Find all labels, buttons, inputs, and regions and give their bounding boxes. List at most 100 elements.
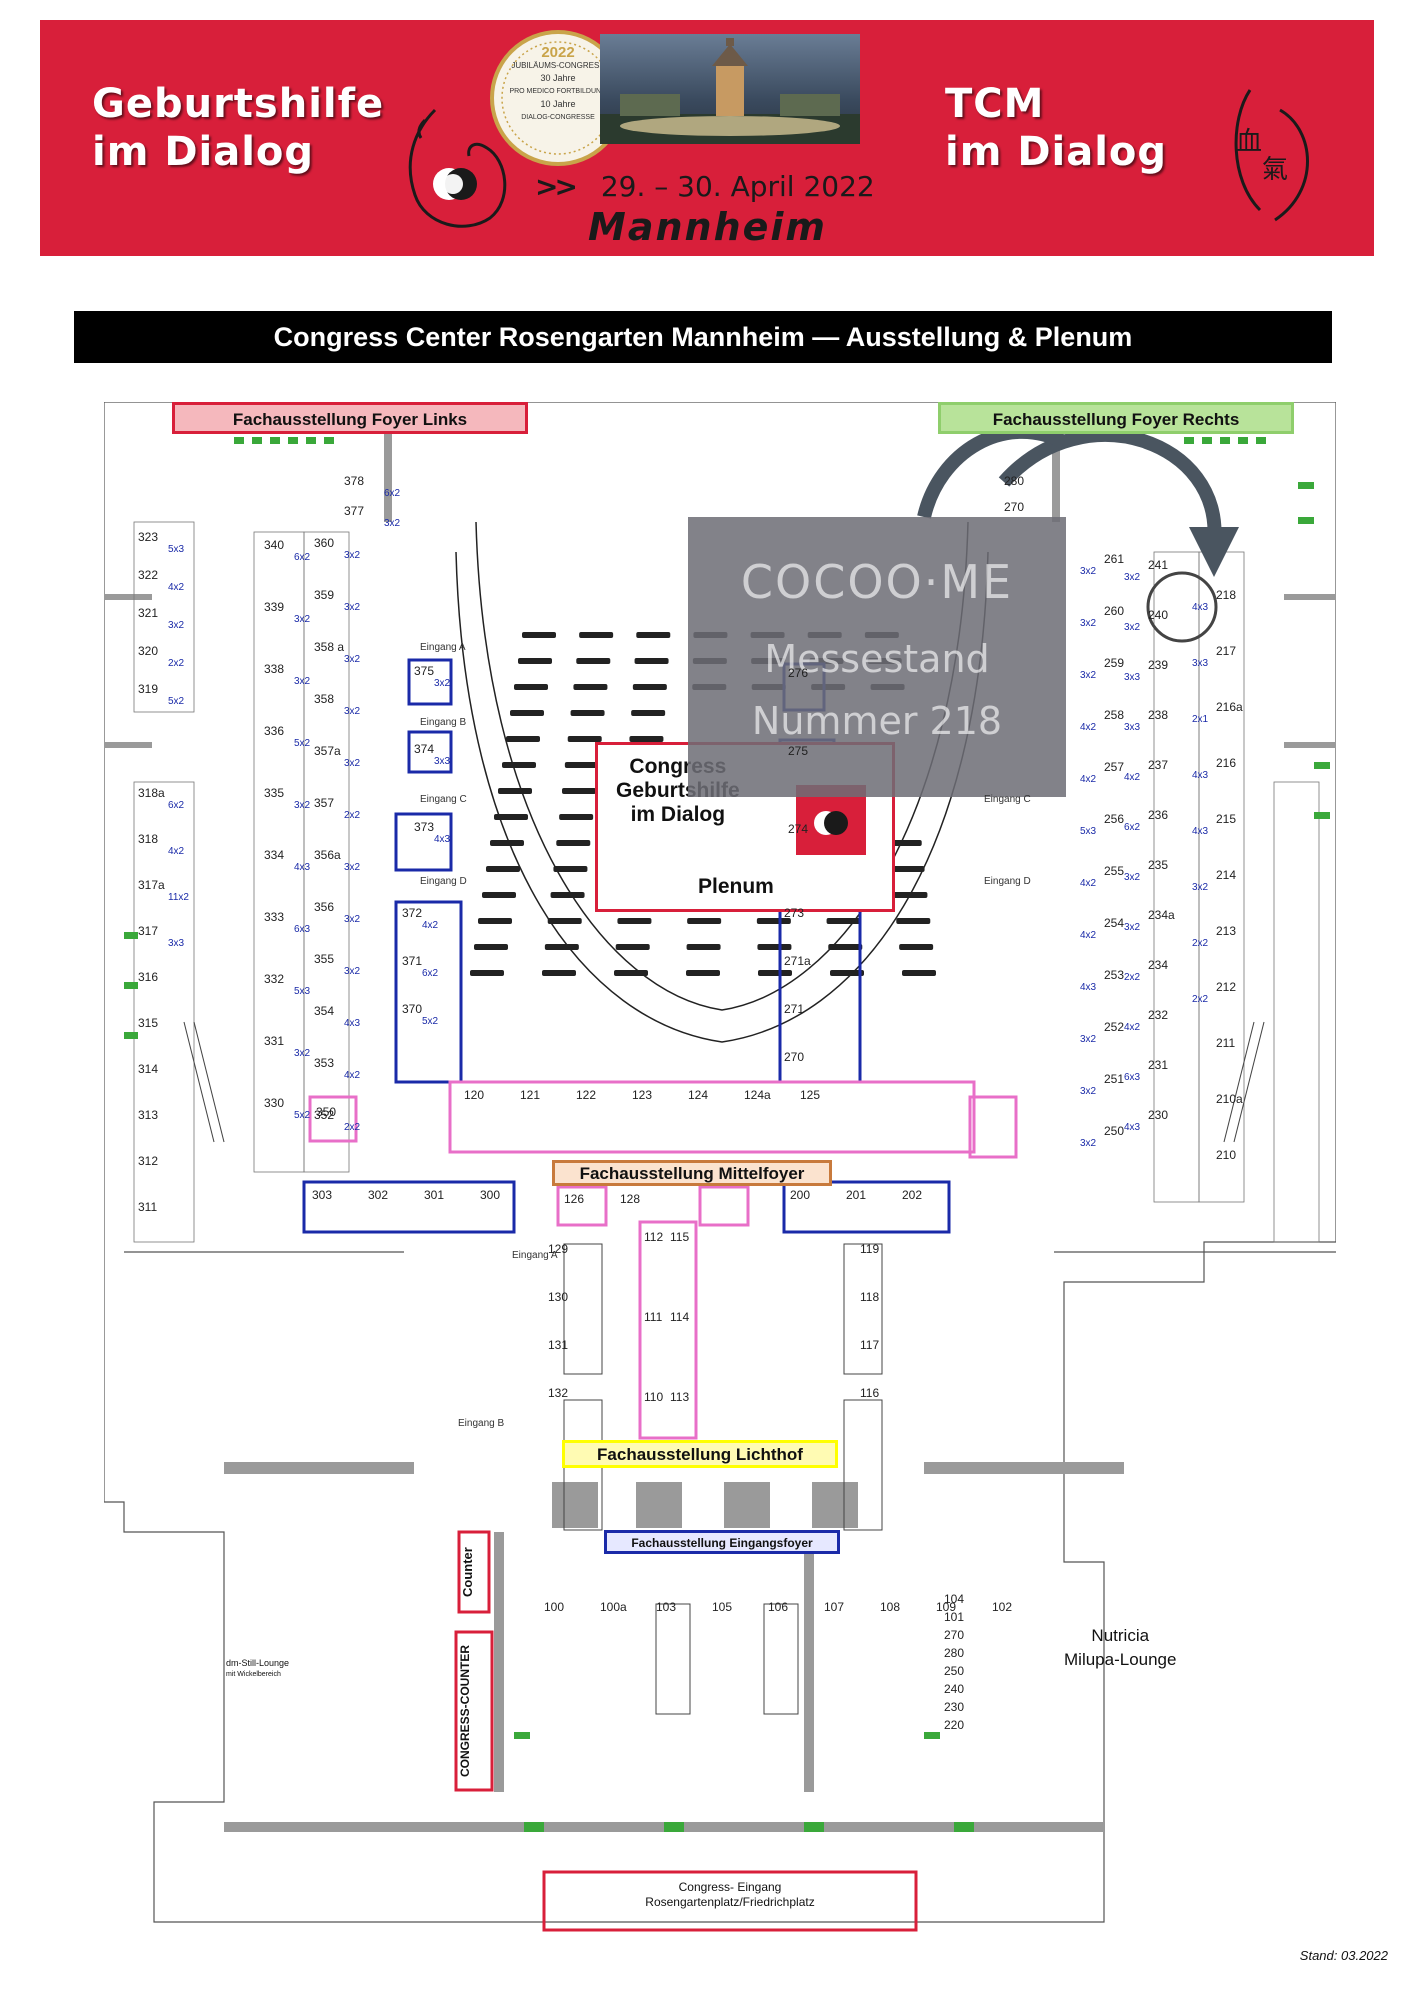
stand-number: 320 (138, 644, 159, 658)
seat-row (893, 892, 928, 898)
badge-line: 30 Jahre (540, 73, 576, 83)
stand-number: 130 (548, 1290, 569, 1304)
stand-dimension: 2x2 (1192, 994, 1209, 1005)
stand-number: 216 (1216, 756, 1237, 770)
stand-number: 250 (1104, 1124, 1125, 1138)
stand-dimension: 6x2 (384, 488, 401, 499)
stand-number: 314 (138, 1062, 159, 1076)
stand-number: 120 (464, 1088, 485, 1102)
stand-number: 255 (1104, 864, 1125, 878)
eingang-label: Eingang D (984, 876, 1031, 887)
seat-row (550, 892, 585, 898)
stand-number: 335 (264, 786, 285, 800)
stand-dimension: 3x2 (344, 758, 361, 769)
dm-still-lounge: dm-Still-Lounge mit Wickelbereich (226, 1658, 289, 1680)
stand-number: 251 (1104, 1072, 1125, 1086)
stand-dimension: 4x2 (168, 846, 185, 857)
stand-number: 210 (1216, 1148, 1237, 1162)
congress-entrance: Congress- Eingang Rosengartenplatz/Fried… (546, 1880, 914, 1910)
stand-dimension: 3x2 (1124, 872, 1141, 883)
stand-dimension: 3x2 (1124, 922, 1141, 933)
seat-row (502, 762, 536, 768)
stand-number: 218 (1216, 588, 1237, 602)
plan-date: Stand: 03.2022 (1299, 1948, 1388, 1963)
seat-row (556, 840, 591, 846)
stand-dimension: 4x3 (1124, 1122, 1141, 1133)
stand-number: 114 (670, 1310, 690, 1324)
stand-dimension: 5x3 (294, 986, 311, 997)
eingang-label: Eingang B (420, 717, 467, 728)
stand-number: 340 (264, 538, 285, 552)
stand-number: 105 (712, 1600, 733, 1614)
stand-number: 112 (644, 1230, 664, 1244)
stand-number: 356 (314, 900, 335, 914)
stand-number: 270 (784, 1050, 805, 1064)
left-congress-title: Geburtshilfe im Dialog (92, 80, 384, 176)
stand-number: 131 (548, 1338, 569, 1352)
lounge-left-line2: mit Wickelbereich (226, 1671, 281, 1678)
seat-row (617, 918, 652, 924)
badge-line: JUBILÄUMS-CONGRESS (511, 61, 605, 70)
stand-dimension: 2x1 (1192, 714, 1209, 725)
stand-dimension: 4x2 (168, 582, 185, 593)
entrance-line2: Rosengartenplatz/Friedrichplatz (645, 1895, 815, 1909)
seat-row (576, 658, 611, 664)
stand-number: 211 (1216, 1036, 1236, 1050)
overlay-messestand: Messestand (764, 637, 990, 681)
stand-dimension: 6x2 (1124, 822, 1141, 833)
badge-line: PRO MEDICO FORTBILDUNG (509, 88, 607, 95)
stand-number: 102 (992, 1600, 1013, 1614)
stand-number: 350 (316, 1105, 337, 1119)
target-stand-circle (1146, 571, 1218, 643)
stand-number: 321 (138, 606, 159, 620)
stand-number: 240 (944, 1682, 965, 1696)
tcm-glyph-qi: 氣 (1262, 155, 1289, 185)
stand-number: 128 (620, 1192, 641, 1206)
seat-row (506, 736, 540, 742)
seat-row (544, 944, 579, 950)
stand-number: 359 (314, 588, 335, 602)
seat-row (756, 918, 791, 924)
stand-number: 377 (344, 504, 365, 518)
stand-dimension: 4x2 (344, 1070, 361, 1081)
stand-number: 122 (576, 1088, 597, 1102)
seat-row (567, 736, 602, 742)
stand-dimension: 4x2 (1080, 930, 1097, 941)
seat-row (686, 944, 721, 950)
stand-number: 280 (944, 1646, 965, 1660)
stand-number: 132 (548, 1386, 569, 1400)
stand-number: 273 (784, 906, 805, 920)
stand-number: 106 (768, 1600, 789, 1614)
stand-number: 118 (860, 1290, 880, 1304)
stand-number: 254 (1104, 916, 1125, 930)
overlay-brand: COCOO·ME (740, 555, 1014, 609)
stand-dimension: 3x2 (344, 550, 361, 561)
stand-dimension: 3x3 (1124, 672, 1141, 683)
stand-number: 336 (264, 724, 285, 738)
eingang-label: Eingang A (512, 1250, 558, 1261)
stand-number: 111 (644, 1310, 663, 1324)
seat-row (510, 710, 544, 716)
stand-number: 235 (1148, 858, 1169, 872)
seat-row (632, 684, 667, 690)
stand-dimension: 6x2 (294, 552, 311, 563)
stand-number: 333 (264, 910, 285, 924)
stand-number: 109 (936, 1600, 957, 1614)
stand-number: 119 (860, 1242, 880, 1256)
stand-number: 270 (1004, 500, 1025, 514)
seat-row (547, 918, 582, 924)
stand-number: 213 (1216, 924, 1237, 938)
stand-number: 215 (1216, 812, 1237, 826)
seat-row (634, 658, 669, 664)
stand-number: 104 (944, 1592, 965, 1606)
stand-number: 250 (944, 1664, 965, 1678)
seat-row (579, 632, 614, 638)
stand-dimension: 3x3 (1192, 658, 1209, 669)
seat-row (614, 970, 648, 976)
stand-number: 239 (1148, 658, 1169, 672)
lounge-left-line1: dm-Still-Lounge (226, 1658, 290, 1668)
seat-row (564, 762, 599, 768)
stand-dimension: 5x2 (168, 696, 185, 707)
stand-dimension: 4x3 (1192, 602, 1209, 613)
stand-dimension: 3x3 (168, 938, 185, 949)
